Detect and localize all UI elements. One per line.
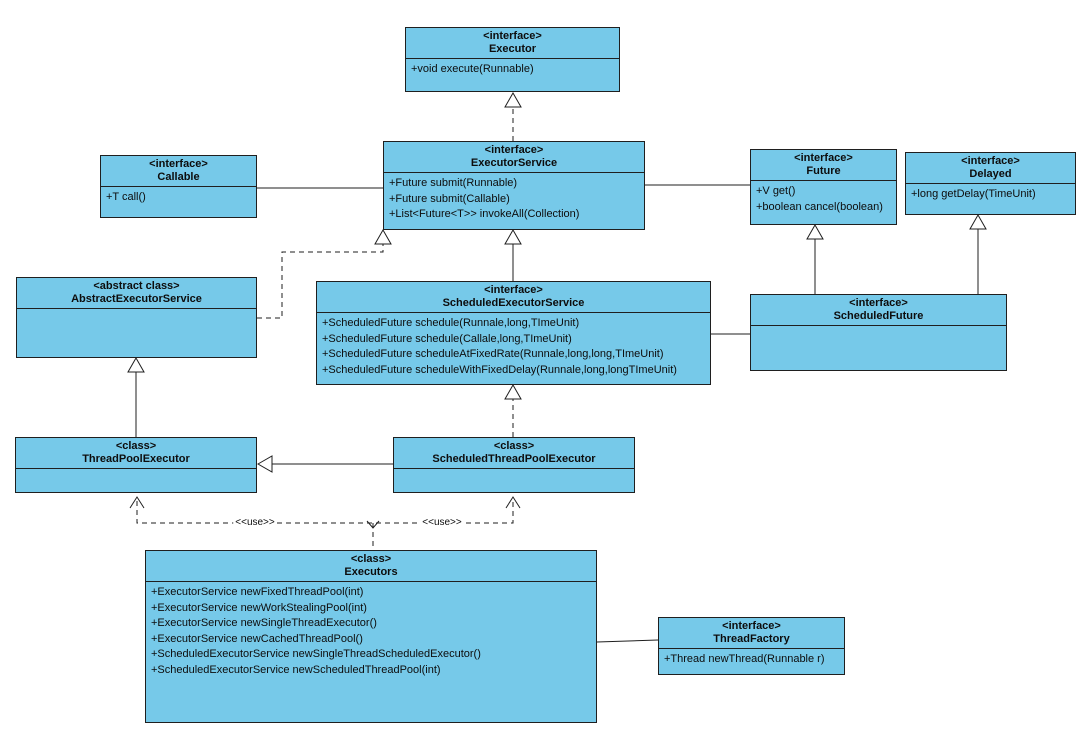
class-box-callable: <interface> Callable +T call() (100, 155, 257, 218)
method-label: +ScheduledFuture scheduleWithFixedDelay(… (322, 363, 677, 376)
stereotype-label: <interface> (484, 284, 543, 296)
class-box-executorservice: <interface> ExecutorService +Future subm… (383, 141, 645, 230)
class-body-callable: +T call() (101, 187, 256, 217)
method-label: +V get() (756, 185, 796, 197)
class-name: ThreadFactory (713, 633, 790, 645)
class-header-executors: <class> Executors (146, 551, 596, 582)
class-box-scheduledexecutorservice: <interface> ScheduledExecutorService +Sc… (316, 281, 711, 385)
method-label: +ScheduledFuture schedule(Runnale,long,T… (322, 317, 580, 329)
class-header-scheduledfuture: <interface> ScheduledFuture (751, 295, 1006, 326)
class-name: Future (806, 165, 841, 177)
class-name: ExecutorService (470, 157, 558, 169)
class-header-threadpoolexecutor: <class> ThreadPoolExecutor (16, 438, 256, 469)
connector-executors-threadfactory (596, 639, 659, 643)
class-name: ScheduledFuture (833, 310, 924, 322)
method-label: +boolean cancel(boolean) (756, 200, 883, 213)
class-body-executorservice: +Future submit(Runnable) +Future submit(… (384, 173, 644, 229)
method-label: +Future submit(Runnable) (389, 177, 518, 189)
class-body-abstractexecutorservice (17, 309, 256, 357)
method-label: +ScheduledExecutorService newSingleThrea… (151, 648, 481, 660)
stereotype-label: <class> (115, 440, 157, 452)
stereotype-label: <class> (350, 553, 392, 565)
method-label: +ExecutorService newWorkStealingPool(int… (151, 601, 367, 614)
class-name: Executor (488, 43, 537, 55)
class-header-delayed: <interface> Delayed (906, 153, 1075, 184)
connector-threadpoolexecutor-extends-abstractexecutorservice (127, 356, 145, 437)
class-box-abstractexecutorservice: <abstract class> AbstractExecutorService (16, 277, 257, 358)
class-header-scheduledthreadpoolexecutor: <class> ScheduledThreadPoolExecutor (394, 438, 634, 469)
class-name: Delayed (969, 168, 1012, 180)
method-label: +ScheduledFuture scheduleAtFixedRate(Run… (322, 348, 664, 360)
class-body-threadpoolexecutor (16, 469, 256, 492)
class-name: AbstractExecutorService (71, 293, 202, 305)
class-header-scheduledexecutorservice: <interface> ScheduledExecutorService (317, 282, 710, 313)
method-label: +ScheduledExecutorService newScheduledTh… (151, 663, 441, 676)
class-header-callable: <interface> Callable (101, 156, 256, 187)
method-label: +Thread newThread(Runnable r) (664, 653, 825, 665)
class-box-executors: <class> Executors +ExecutorService newFi… (145, 550, 597, 723)
connector-scheduledexecutorservice-extends-executorservice (504, 228, 522, 281)
class-name: Executors (344, 566, 398, 578)
class-box-threadfactory: <interface> ThreadFactory +Thread newThr… (658, 617, 845, 675)
class-box-scheduledfuture: <interface> ScheduledFuture (750, 294, 1007, 371)
method-label: +List<Future<T>> invokeAll(Collection) (389, 208, 580, 220)
stereotype-label: <interface> (849, 297, 908, 309)
method-label: +ExecutorService newFixedThreadPool(int) (151, 586, 364, 598)
connector-scheduledfuture-extends-future (806, 223, 824, 294)
class-body-executors: +ExecutorService newFixedThreadPool(int)… (146, 582, 596, 722)
stereotype-label: <abstract class> (93, 280, 180, 292)
class-header-executorservice: <interface> ExecutorService (384, 142, 644, 173)
class-header-executor: <interface> Executor (406, 28, 619, 59)
method-label: +ExecutorService newSingleThreadExecutor… (151, 617, 377, 629)
class-name: ScheduledExecutorService (442, 297, 585, 309)
class-header-future: <interface> Future (751, 150, 896, 181)
class-body-delayed: +long getDelay(TimeUnit) (906, 184, 1075, 214)
connector-scheduledthreadpoolexecutor-extends-threadpoolexecutor (256, 455, 393, 473)
use-dependency-label: <<use>> (420, 517, 464, 529)
class-body-future: +V get() +boolean cancel(boolean) (751, 181, 896, 224)
method-label: +T call() (106, 191, 146, 203)
connector-executors-use-dependencies (129, 496, 521, 550)
class-name: ScheduledThreadPoolExecutor (432, 453, 596, 465)
use-dependency-label: <<use>> (233, 517, 277, 529)
class-box-delayed: <interface> Delayed +long getDelay(TimeU… (905, 152, 1076, 215)
method-label: +ExecutorService newCachedThreadPool() (151, 632, 363, 645)
method-label: +void execute(Runnable) (411, 63, 534, 75)
method-label: +ScheduledFuture schedule(Callale,long,T… (322, 332, 572, 345)
stereotype-label: <class> (493, 440, 535, 452)
method-label: +Future submit(Callable) (389, 192, 510, 205)
class-body-scheduledfuture (751, 326, 1006, 370)
stereotype-label: <interface> (961, 155, 1020, 167)
connector-executorservice-extends-executor (504, 91, 522, 141)
stereotype-label: <interface> (722, 620, 781, 632)
class-header-abstractexecutorservice: <abstract class> AbstractExecutorService (17, 278, 256, 309)
class-body-executor: +void execute(Runnable) (406, 59, 619, 91)
class-body-threadfactory: +Thread newThread(Runnable r) (659, 649, 844, 674)
class-name: ThreadPoolExecutor (82, 453, 190, 465)
method-label: +long getDelay(TimeUnit) (911, 188, 1036, 200)
class-box-executor: <interface> Executor +void execute(Runna… (405, 27, 620, 92)
stereotype-label: <interface> (484, 144, 544, 156)
connector-scheduledthreadpoolexecutor-implements-scheduledexecutorservice (504, 383, 522, 437)
class-body-scheduledexecutorservice: +ScheduledFuture schedule(Runnale,long,T… (317, 313, 710, 384)
connector-scheduledfuture-extends-delayed (969, 213, 987, 294)
connector-abstractexecutorservice-implements-executorservice (257, 228, 392, 319)
class-box-scheduledthreadpoolexecutor: <class> ScheduledThreadPoolExecutor (393, 437, 635, 493)
class-header-threadfactory: <interface> ThreadFactory (659, 618, 844, 649)
stereotype-label: <interface> (483, 30, 542, 42)
stereotype-label: <interface> (149, 158, 208, 170)
class-box-threadpoolexecutor: <class> ThreadPoolExecutor (15, 437, 257, 493)
class-name: Callable (157, 171, 200, 183)
class-box-future: <interface> Future +V get() +boolean can… (750, 149, 897, 225)
stereotype-label: <interface> (794, 152, 853, 164)
class-body-scheduledthreadpoolexecutor (394, 469, 634, 492)
